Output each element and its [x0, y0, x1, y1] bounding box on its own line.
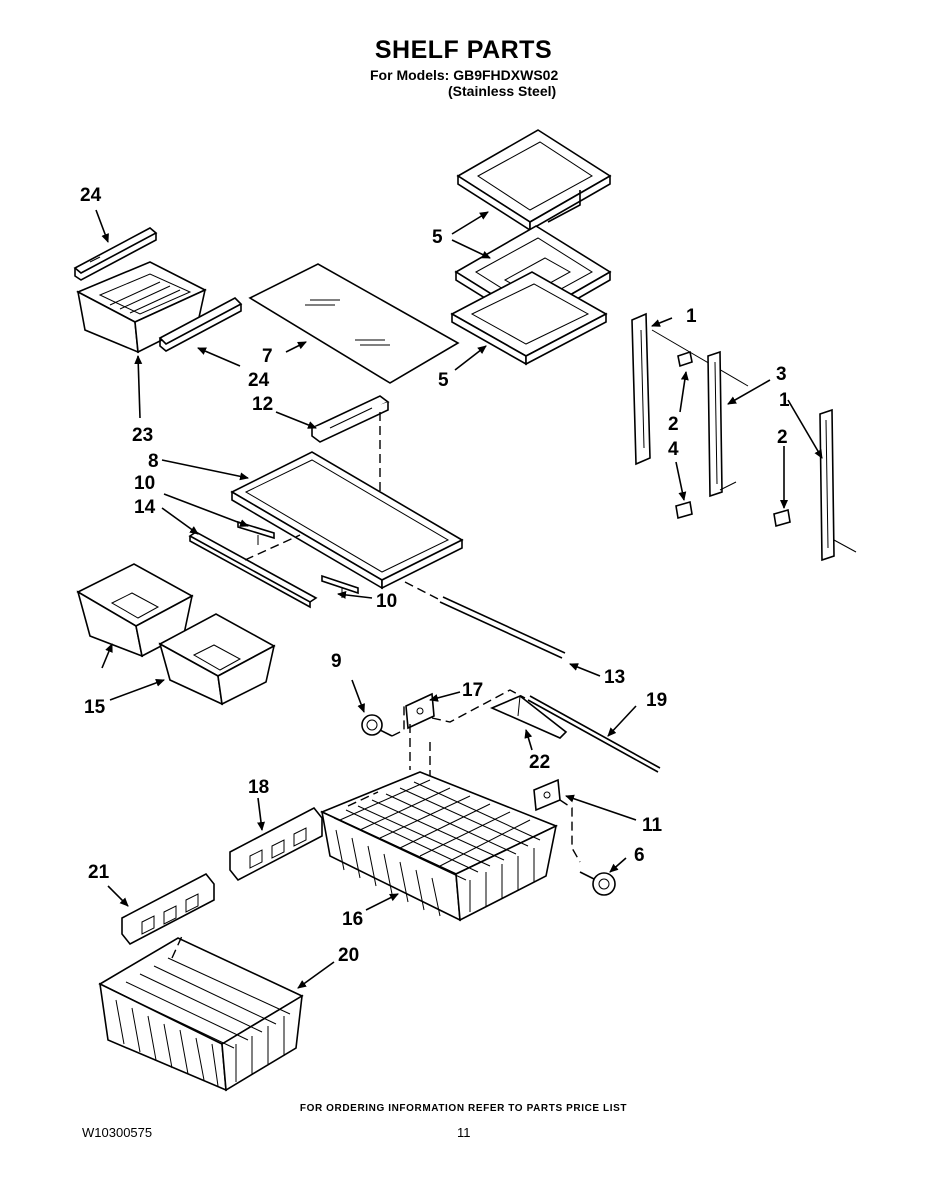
callout-19: 19 — [646, 690, 667, 711]
part-1-rail-left — [631, 312, 651, 466]
leader-arrows — [95, 209, 823, 989]
part-3-rail — [707, 350, 723, 498]
part-10-bracket-left — [237, 520, 275, 545]
callout-2-right: 2 — [777, 427, 788, 448]
callout-9: 9 — [331, 651, 342, 672]
callout-15: 15 — [84, 697, 106, 718]
part-6-gear — [579, 871, 616, 896]
part-15-bin-right — [158, 613, 276, 706]
part-17-cap — [405, 692, 435, 730]
callout-24-top: 24 — [80, 185, 102, 206]
callout-5-upper: 5 — [432, 227, 443, 248]
ordering-note: FOR ORDERING INFORMATION REFER TO PARTS … — [299, 1103, 628, 1114]
guide-line — [391, 706, 405, 737]
document-number: W10300575 — [82, 1125, 153, 1140]
callout-14: 14 — [134, 497, 156, 518]
part-20-basket — [98, 937, 304, 1092]
model-info: For Models: GB9FHDXWS02 (Stainless Steel… — [370, 67, 558, 99]
callout-3: 3 — [776, 364, 787, 385]
part-16-basket — [319, 771, 558, 922]
callout-20: 20 — [338, 945, 359, 966]
part-1-rail-right — [819, 408, 835, 562]
part-4-screw — [675, 500, 693, 520]
part-9-gear — [361, 714, 393, 737]
part-5-shelf-bottom — [450, 271, 608, 366]
part-2-screw-top — [677, 350, 693, 368]
callout-10-left: 10 — [134, 473, 155, 494]
part-24-bottom-slide — [158, 297, 243, 352]
guide-line — [244, 534, 301, 561]
callout-23: 23 — [132, 425, 153, 446]
part-24-top-slide — [73, 227, 158, 281]
part-22-bracket — [489, 695, 568, 739]
callout-18: 18 — [248, 777, 269, 798]
callout-8: 8 — [148, 451, 159, 472]
callout-labels: 24 5 5 7 24 23 12 8 10 14 10 15 1 2 3 1 … — [80, 185, 790, 966]
callout-11: 11 — [642, 815, 663, 836]
part-5-shelf-top — [456, 129, 612, 232]
callout-1-left: 1 — [686, 306, 697, 327]
guide-line — [833, 539, 857, 553]
guide-line — [719, 481, 737, 491]
callout-16: 16 — [342, 909, 363, 930]
part-13-rod — [404, 581, 566, 659]
finish-line: (Stainless Steel) — [448, 83, 557, 99]
callout-6: 6 — [634, 845, 645, 866]
guide-line — [651, 329, 749, 387]
callout-21: 21 — [88, 862, 110, 883]
part-18-basket-front — [229, 806, 323, 882]
part-21-basket-front — [121, 872, 215, 946]
part-23-drawer — [76, 261, 207, 354]
part-14-trim — [188, 531, 318, 609]
part-19-rod — [527, 695, 661, 773]
part-8-shelf-frame — [230, 451, 464, 590]
part-2-screw-right — [773, 508, 791, 528]
callout-12: 12 — [252, 394, 273, 415]
callout-5-lower: 5 — [438, 370, 449, 391]
guide-line — [347, 724, 431, 807]
callout-4: 4 — [668, 439, 679, 460]
callout-10-right: 10 — [376, 591, 397, 612]
callout-24-bottom: 24 — [248, 370, 270, 391]
part-7-glass-shelf — [248, 263, 460, 384]
callout-7: 7 — [262, 346, 273, 367]
guide-line — [171, 935, 183, 959]
page-number: 11 — [457, 1125, 471, 1140]
callout-17: 17 — [462, 680, 483, 701]
models-line: For Models: GB9FHDXWS02 — [370, 67, 559, 83]
callout-1-right: 1 — [779, 390, 790, 411]
callout-13: 13 — [604, 667, 625, 688]
page-title: SHELF PARTS — [374, 36, 553, 64]
guide-line — [559, 799, 581, 863]
callout-22: 22 — [529, 752, 550, 773]
part-11-cap — [533, 778, 561, 812]
part-12-slide — [310, 395, 390, 443]
callout-2-left: 2 — [668, 414, 679, 435]
part-15-bin-left — [76, 563, 194, 658]
